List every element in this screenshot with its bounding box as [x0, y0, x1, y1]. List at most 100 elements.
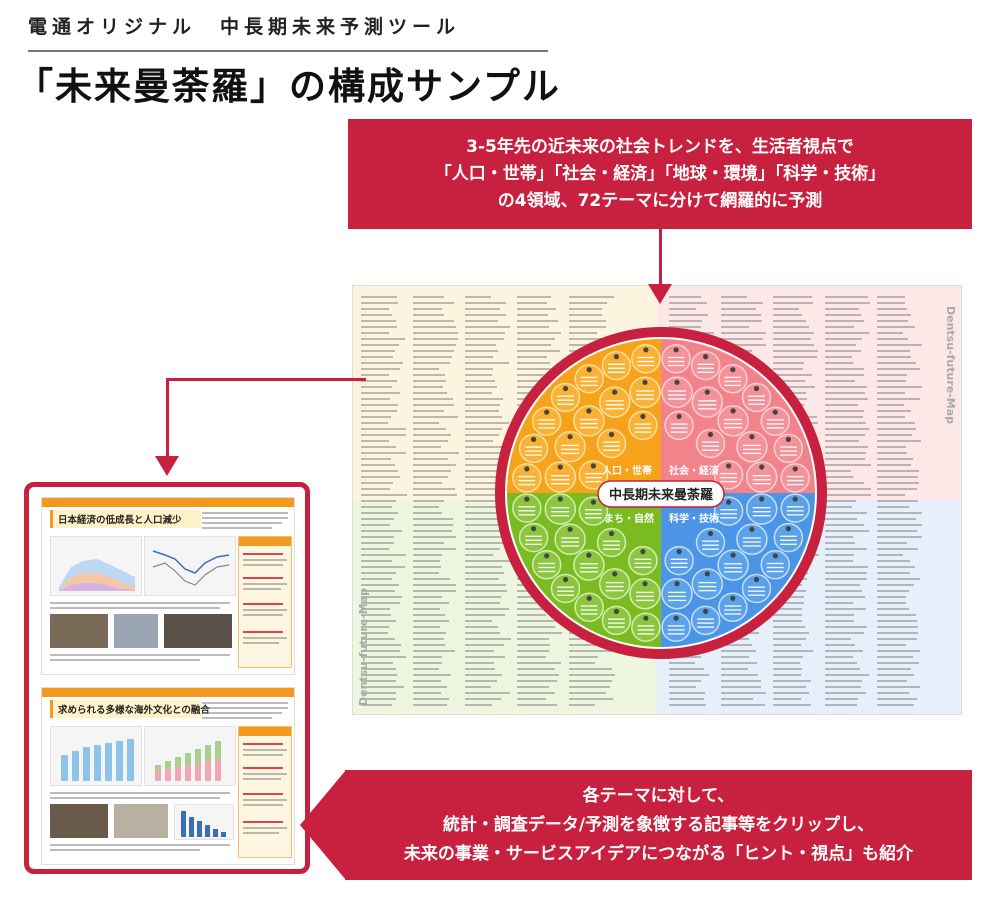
map-text-line — [413, 494, 457, 496]
map-text-line — [413, 500, 444, 502]
mandala-theme-text-line — [551, 479, 570, 481]
clip-page-2-header-band — [42, 688, 294, 697]
map-text-line — [877, 440, 921, 442]
map-text-line — [465, 518, 509, 520]
mandala-theme-number-dot — [612, 571, 618, 577]
map-text-line — [413, 464, 456, 466]
map-text-line — [465, 650, 494, 652]
map-text-line — [517, 650, 549, 652]
map-text-line — [877, 542, 907, 544]
map-text-line — [465, 608, 509, 610]
map-text-line — [773, 386, 815, 388]
map-text-line — [877, 422, 915, 424]
mandala-theme-text-line — [752, 515, 771, 517]
mandala-theme-text-line — [561, 452, 580, 455]
map-text-line — [721, 326, 749, 328]
map-text-line — [465, 386, 497, 388]
map-text-line — [413, 392, 447, 394]
mandala-theme-number-dot — [557, 464, 563, 470]
map-text-line — [773, 674, 801, 676]
mandala-theme-text-line — [636, 394, 654, 396]
mandala-theme-text-line — [766, 570, 784, 573]
map-text-line — [825, 440, 859, 442]
map-text-line — [669, 302, 707, 304]
mandala-theme-number-dot — [608, 431, 615, 438]
mandala-theme-text-line — [634, 562, 652, 564]
callout-bottom-line-2: 統計・調査データ/予測を象徴する記事等をクリップし、 — [442, 814, 875, 835]
map-text-line — [517, 314, 548, 316]
mandala-theme-text-line — [697, 367, 714, 369]
map-text-line — [825, 344, 856, 346]
map-text-line — [361, 350, 395, 352]
map-text-line — [413, 434, 451, 436]
map-text-line — [413, 560, 440, 562]
map-text-line — [825, 296, 868, 298]
mandala-theme-bubble — [745, 493, 778, 525]
map-text-line — [465, 524, 502, 526]
map-text-line — [825, 638, 851, 640]
map-text-line — [517, 362, 550, 364]
map-text-line — [825, 320, 864, 322]
mandala-theme-text-line — [786, 506, 804, 508]
map-text-line — [517, 704, 557, 706]
map-text-line — [825, 302, 870, 304]
mandala-theme-text-line — [580, 384, 598, 387]
map-text-line — [361, 620, 396, 622]
mandala-theme-text-line — [724, 418, 743, 421]
map-text-line — [877, 686, 920, 688]
mandala-theme-text-line — [608, 626, 625, 628]
map-text-line — [361, 692, 396, 694]
mandala-theme-bubble — [573, 405, 605, 437]
map-text-line — [413, 296, 444, 298]
map-text-line — [413, 374, 445, 376]
clip-page-2-photo-1 — [50, 804, 108, 838]
map-text-line — [465, 596, 501, 598]
map-text-line — [465, 494, 499, 496]
map-text-line — [361, 506, 392, 508]
mandala-theme-number-dot — [753, 385, 760, 392]
map-text-line — [361, 602, 400, 604]
map-text-line — [877, 560, 910, 562]
map-text-line — [361, 470, 398, 472]
map-text-line — [877, 350, 910, 352]
mandala-theme-text-line — [697, 618, 714, 620]
mandala-theme-text-line — [742, 541, 761, 543]
mandala-theme-text-line — [580, 605, 598, 607]
map-text-line — [825, 632, 864, 634]
mandala-theme-text-line — [580, 613, 598, 615]
mandala-theme-text-line — [579, 567, 598, 569]
mandala-theme-text-line — [702, 449, 719, 451]
mandala-theme-number-dot — [772, 553, 778, 559]
map-text-line — [773, 704, 811, 706]
map-text-line — [361, 542, 394, 544]
mandala-theme-text-line — [518, 479, 536, 482]
mandala-theme-number-dot — [613, 354, 619, 360]
map-text-line — [361, 380, 397, 382]
map-text-line — [877, 410, 911, 412]
map-text-line — [773, 374, 812, 376]
map-text-line — [773, 608, 802, 610]
callout-top-line-1: 3-5年先の近未来の社会トレンドを、生活者視点で — [466, 136, 854, 157]
connector-top-arrowhead — [648, 284, 672, 304]
mandala-theme-number-dot — [586, 595, 592, 601]
map-text-line — [877, 614, 916, 616]
mandala-theme-number-dot — [642, 379, 648, 385]
map-text-line — [877, 332, 903, 334]
mandala-theme-text-line — [603, 441, 620, 443]
mandala-theme-text-line — [518, 475, 536, 478]
map-text-line — [413, 506, 439, 508]
mandala-theme-number-dot — [673, 615, 679, 621]
map-text-line — [825, 698, 858, 700]
map-text-line — [465, 422, 509, 424]
map-text-line — [465, 404, 500, 406]
quadrant-label-nature: まち・自然 — [604, 512, 654, 525]
map-text-line — [569, 332, 597, 334]
clip-page-1-chart-1 — [50, 536, 142, 596]
map-text-line — [721, 668, 748, 670]
map-text-line — [825, 356, 852, 358]
mandala-theme-text-line — [742, 444, 761, 447]
mandala-theme-text-line — [634, 423, 652, 425]
map-text-line — [825, 350, 861, 352]
map-text-line — [825, 578, 867, 580]
map-text-line — [877, 524, 922, 526]
